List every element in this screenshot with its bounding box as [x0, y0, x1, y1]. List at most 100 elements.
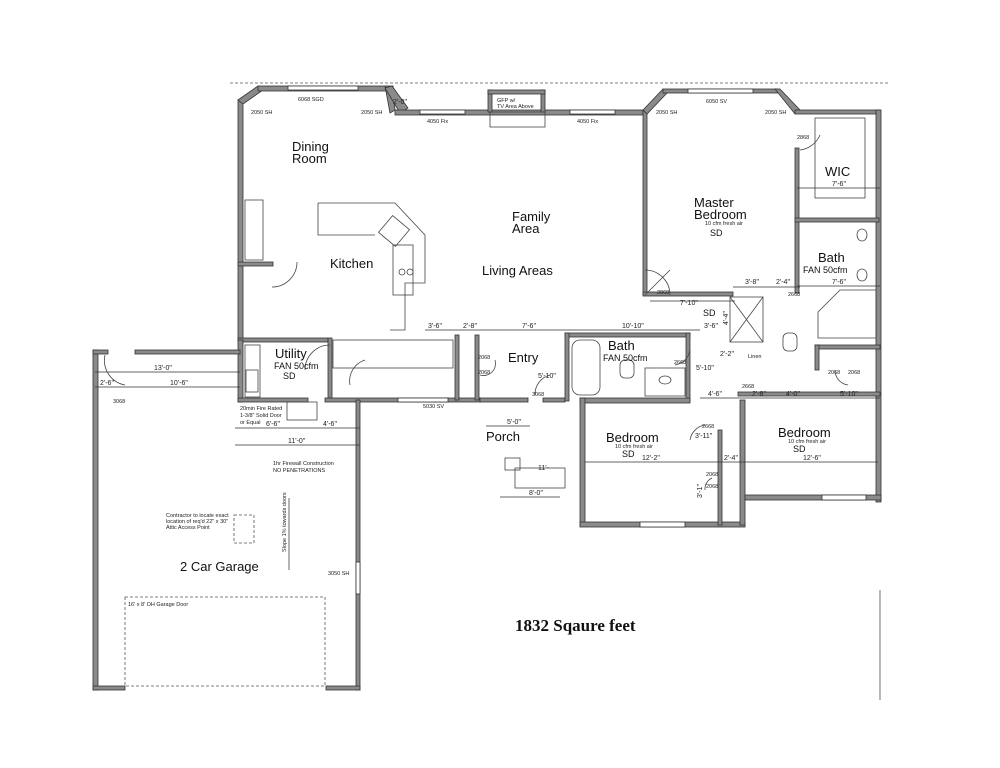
dimension-lines	[95, 187, 881, 700]
room-master-bath: Bath	[818, 250, 845, 265]
fireplace-note: GFP w/	[497, 98, 516, 104]
door-label: 2068	[478, 370, 490, 376]
square-footage-title: 1832 Sqaure feet	[515, 616, 636, 635]
dimension-label: 4'-0"	[786, 391, 800, 398]
room-family-2: Area	[512, 221, 540, 236]
attic-note: Contractor to locate exact	[166, 513, 229, 519]
dimension-label: 7'-6"	[522, 323, 536, 330]
dimension-label: 5'-0"	[507, 419, 521, 426]
dimension-label: 5'-10"	[696, 365, 714, 372]
window-label: 6050 SV	[706, 99, 727, 105]
slope-note: Slope 1% towards doors	[282, 492, 288, 552]
walls	[92, 85, 882, 691]
dimension-label: 8'-0"	[529, 490, 543, 497]
utility-fan: FAN 50cfm	[274, 361, 319, 371]
window-label: 4050 Fix	[577, 119, 598, 125]
dimension-label: 11'-0"	[288, 438, 306, 445]
dimension-label: 4'-6"	[708, 391, 722, 398]
master-bath-fan: FAN 50cfm	[803, 265, 848, 275]
room-garage: 2 Car Garage	[180, 559, 259, 574]
door-label: 2068	[706, 484, 718, 490]
door-label: 2068	[848, 370, 860, 376]
room-bath: Bath	[608, 338, 635, 353]
dimension-labels: 2'-0" 7'-6" 7'-6" 7'-10" 3'-8" 2'-4" 4'-…	[100, 99, 858, 498]
door-label: 2668	[674, 360, 686, 366]
room-bedroom-2: Bedroom	[778, 425, 831, 440]
dimension-label: 4'-6"	[323, 421, 337, 428]
door-label: 2068	[828, 370, 840, 376]
bath-fan: FAN 50cfm	[603, 353, 648, 363]
master-sd: SD	[710, 228, 723, 238]
door-label: 2068	[706, 472, 718, 478]
door-label: 2868	[797, 135, 809, 141]
window-label: 4050 Fix	[427, 119, 448, 125]
window-label: 2050 SH	[361, 110, 382, 116]
dimension-label: 6'-6"	[266, 421, 280, 428]
dimension-label: 12'-2"	[642, 455, 660, 462]
fixtures	[124, 111, 877, 687]
dimension-label: 2'-4"	[724, 455, 738, 462]
dimension-label: 2'-8"	[752, 391, 766, 398]
dimension-label: 3'-6"	[428, 323, 442, 330]
room-master: Master	[694, 195, 734, 210]
garage-door-note: 16' x 8' OH Garage Door	[128, 602, 188, 608]
dimension-label: 3'-11"	[695, 433, 713, 440]
door-label: 3068	[113, 399, 125, 405]
room-bedroom-1: Bedroom	[606, 430, 659, 445]
dimension-label: 5'-10"	[840, 391, 858, 398]
fire-door-note-2: 1-3/8" Solid Door	[240, 413, 282, 419]
door-label: 2668	[742, 384, 754, 390]
bedroom-2-note: 10 cfm fresh air	[788, 439, 826, 445]
dimension-label: 5'-10"	[538, 373, 556, 380]
door-label: 2068	[478, 355, 490, 361]
dimension-label: 7'-10"	[680, 300, 698, 307]
dimension-label: 4'-4"	[723, 311, 730, 325]
bedroom-1-note: 10 cfm fresh air	[615, 444, 653, 450]
door-label: 2668	[788, 292, 800, 298]
dimension-label: 7'-6"	[832, 181, 846, 188]
fire-door-note: 20min Fire Rated	[240, 406, 282, 412]
hall-sd: SD	[703, 308, 716, 318]
room-entry: Entry	[508, 350, 539, 365]
door-label: 3068	[532, 392, 544, 398]
room-dining-2: Room	[292, 151, 327, 166]
attic-note-3: Attic Access Point	[166, 525, 210, 531]
window-label: 3050 SH	[328, 571, 349, 577]
dimension-label: 7'-6"	[832, 279, 846, 286]
door-label: 2668	[702, 424, 714, 430]
fireplace-note-2: TV Area Above	[497, 104, 534, 110]
bedroom-1-sd: SD	[622, 449, 635, 459]
dimension-label: 11'-	[538, 465, 550, 472]
window-label: 6068 SGD	[298, 97, 324, 103]
firewall-note: 1hr Firewall Construction	[273, 461, 334, 467]
door-swings	[104, 134, 849, 491]
room-wic: WIC	[825, 164, 850, 179]
window-label: 2050 SH	[765, 110, 786, 116]
dimension-label: 10'-10"	[622, 323, 644, 330]
attic-note-2: location of req'd 22" x 30"	[166, 519, 228, 525]
dimension-label: 2'-8"	[463, 323, 477, 330]
room-porch: Porch	[486, 429, 520, 444]
windows	[287, 85, 867, 595]
dimension-label: 12'-6"	[803, 455, 821, 462]
room-kitchen: Kitchen	[330, 256, 373, 271]
door-label: 2868	[657, 290, 669, 296]
master-note: 10 cfm fresh air	[705, 221, 743, 227]
room-master-2: Bedroom	[694, 207, 747, 222]
dimension-label: 2'-6"	[100, 380, 114, 387]
utility-sd: SD	[283, 371, 296, 381]
dimension-label: 2'-4"	[776, 279, 790, 286]
dimension-label: 3'-8"	[745, 279, 759, 286]
bedroom-2-sd: SD	[793, 444, 806, 454]
room-utility: Utility	[275, 346, 307, 361]
dimension-label: 3'-6"	[704, 323, 718, 330]
dimension-label: 10'-6"	[170, 380, 188, 387]
dimension-label: 13'-0"	[154, 365, 172, 372]
dimension-label: 2'-0"	[393, 99, 407, 106]
dimension-label: 2'-2"	[720, 351, 734, 358]
firewall-note-2: NO PENETRATIONS	[273, 468, 325, 474]
window-label: 2050 SH	[251, 110, 272, 116]
dimension-label: 3'-1"	[697, 484, 704, 498]
window-label: 5030 SV	[423, 404, 444, 410]
